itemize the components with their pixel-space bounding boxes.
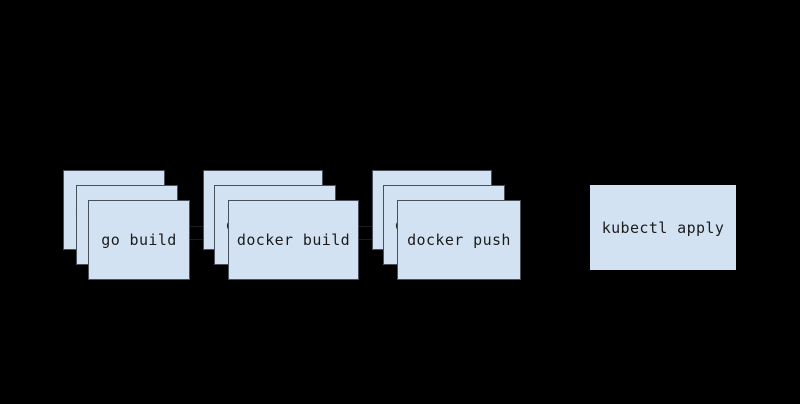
node-label: docker build (236, 231, 351, 249)
node-label: go build (101, 231, 177, 249)
node-docker-build[interactable]: docker build (228, 200, 359, 280)
node-kubectl-apply[interactable]: kubectl apply (590, 185, 736, 270)
node-docker-push[interactable]: docker push (397, 200, 521, 280)
node-label: docker push (407, 231, 511, 249)
node-go-build[interactable]: go build (88, 200, 190, 280)
node-label: kubectl apply (601, 218, 725, 237)
